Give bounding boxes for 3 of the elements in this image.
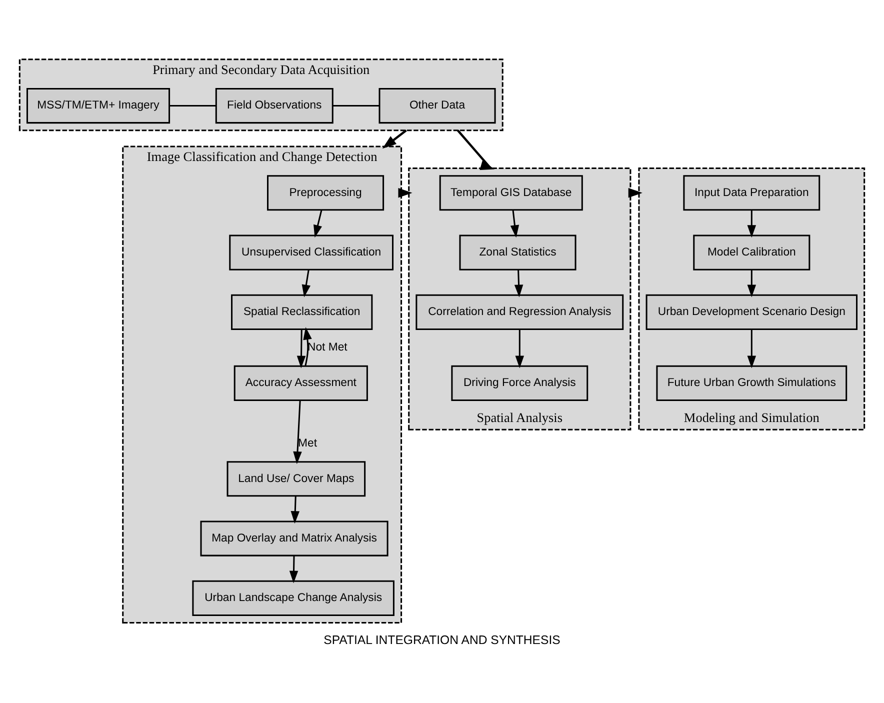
edge-label: Not Met bbox=[308, 342, 348, 354]
caption: SPATIAL INTEGRATION AND SYNTHESIS bbox=[324, 633, 560, 648]
edge-label: Met bbox=[298, 437, 317, 450]
